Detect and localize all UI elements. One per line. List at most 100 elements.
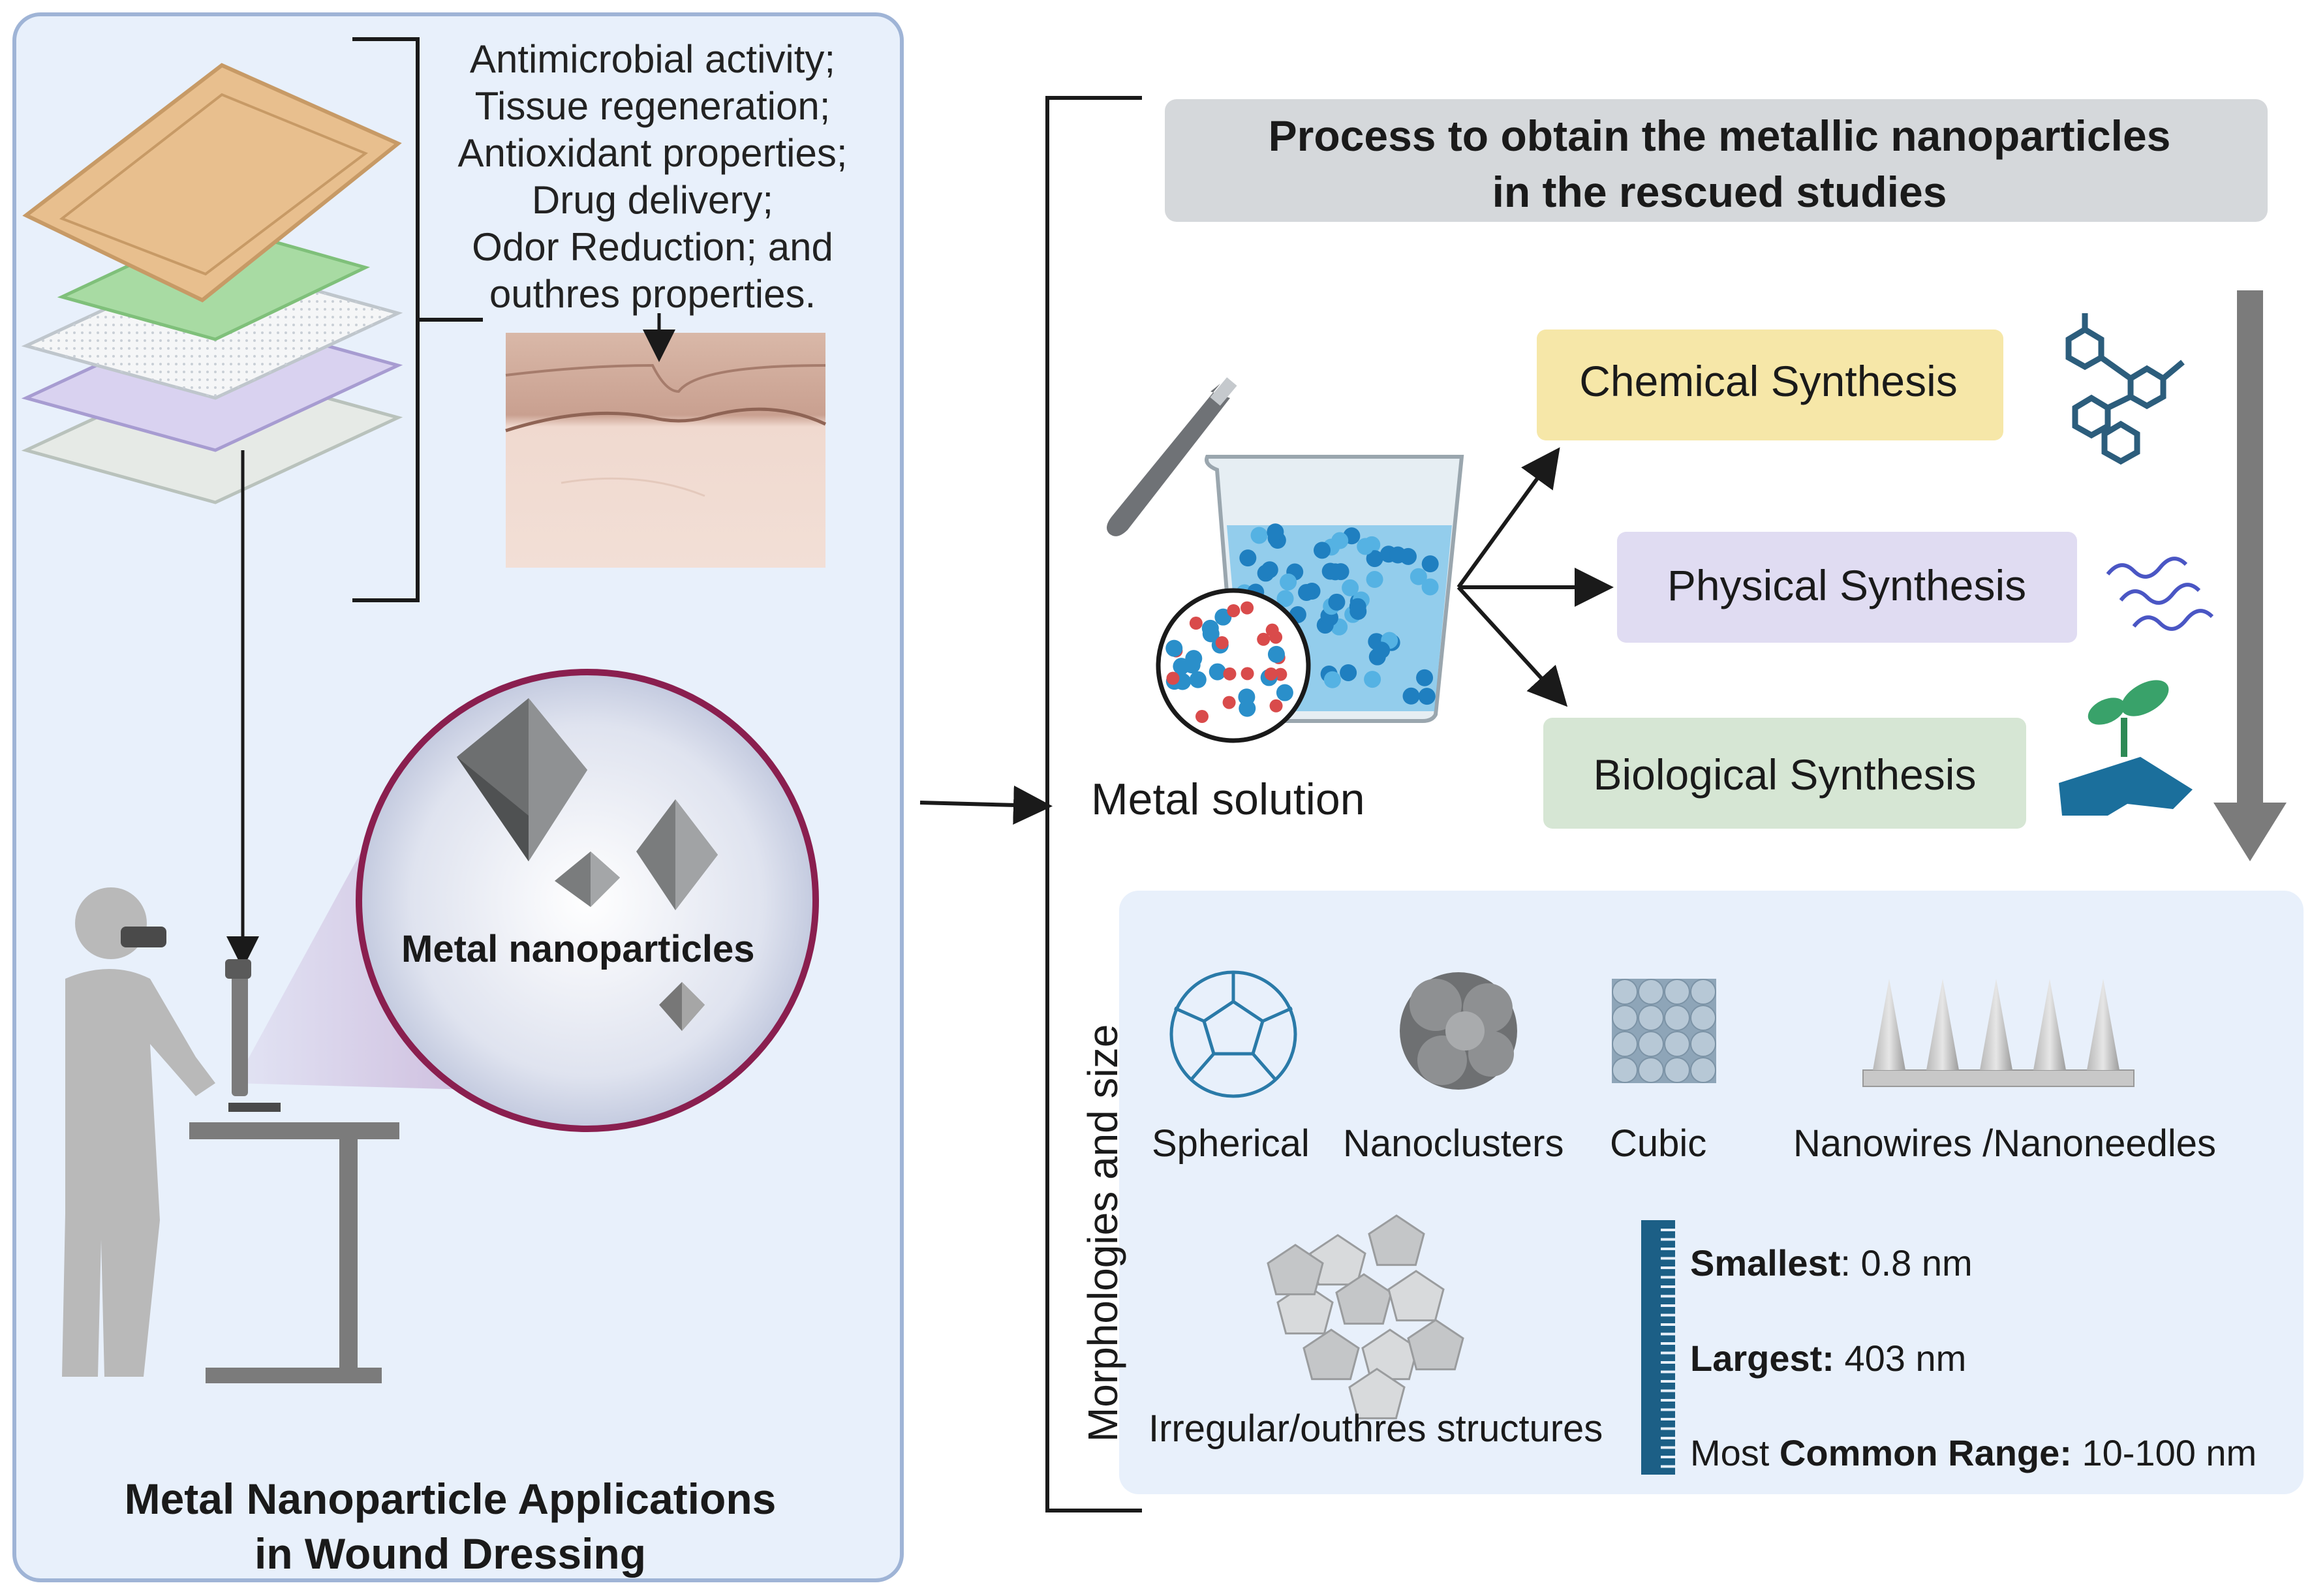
solution-particles — [1165, 601, 1293, 724]
nanosphere — [1357, 538, 1374, 555]
test-tube-icon — [1107, 377, 1237, 536]
spherical-icon — [1169, 970, 1297, 1098]
needle — [2087, 979, 2119, 1070]
biological-synthesis-box — [1543, 718, 2026, 829]
nanosphere — [1416, 669, 1434, 686]
needle — [1926, 979, 1959, 1070]
nanosphere — [1314, 542, 1331, 559]
particle — [1257, 632, 1271, 646]
skin-illustration — [505, 333, 827, 568]
nanosphere — [1373, 641, 1391, 659]
beaker-nanospheres — [1236, 523, 1439, 709]
particle — [1241, 667, 1254, 681]
cube-sphere — [1664, 1005, 1690, 1031]
crystal — [1267, 1244, 1324, 1296]
nanosphere — [1418, 688, 1436, 705]
physical-synthesis-box — [1617, 532, 2077, 643]
metal-nanoparticles-label: Metal nanoparticles — [401, 928, 755, 970]
cube-sphere — [1690, 1057, 1716, 1083]
cube-sphere — [1612, 1057, 1638, 1083]
wound-dressing-layers — [21, 63, 403, 504]
cube-sphere — [1690, 1031, 1716, 1057]
smallest-size: Smallest: 0.8 nm — [1690, 1241, 1973, 1285]
center-arrow — [919, 785, 1053, 825]
nanosphere — [1239, 549, 1257, 567]
particle — [1166, 671, 1180, 685]
particle — [1214, 608, 1232, 626]
chemical-synthesis-label: Chemical Synthesis — [1579, 357, 1958, 405]
process-title-line-2: in the rescued studies — [1492, 168, 1947, 216]
nanosphere — [1421, 555, 1439, 573]
particle — [1239, 699, 1256, 717]
crystal — [1276, 1283, 1334, 1335]
cube-sphere — [1690, 1005, 1716, 1031]
cube-sphere — [1612, 1005, 1638, 1031]
nanosphere — [1366, 571, 1383, 589]
smallest-value: : 0.8 nm — [1840, 1242, 1973, 1283]
smallest-key: Smallest — [1690, 1242, 1841, 1283]
cube-sphere — [1638, 1057, 1664, 1083]
nanosphere — [1280, 573, 1297, 591]
particle — [1183, 656, 1201, 674]
nanoclusters-icon — [1400, 972, 1517, 1090]
energy-waves-icon — [2106, 557, 2214, 631]
common-range: Most Common Range: 10-100 nm — [1690, 1431, 2257, 1475]
cube-sphere — [1690, 979, 1716, 1005]
particle — [1195, 710, 1209, 724]
property-item: Odor Reduction; and — [472, 225, 833, 269]
particle — [1215, 636, 1229, 650]
particle — [1202, 625, 1220, 643]
nanosphere — [1340, 664, 1357, 681]
particle — [1223, 667, 1237, 681]
nanosphere — [1421, 578, 1439, 596]
property-item: Antioxidant properties; — [457, 131, 848, 175]
synthesis-branch-arrows — [1457, 447, 1614, 707]
particle — [1165, 639, 1183, 657]
common-value: 10-100 nm — [2071, 1432, 2257, 1473]
lab-bench — [189, 1122, 399, 1383]
nanosphere — [1328, 593, 1346, 611]
left-panel-caption: Metal Nanoparticle Applications in Wound… — [26, 1471, 874, 1581]
cube-sphere — [1638, 979, 1664, 1005]
nanosphere — [1323, 671, 1341, 688]
caption-line-1: Metal Nanoparticle Applications — [124, 1475, 777, 1523]
property-item: Antimicrobial activity; — [469, 37, 836, 81]
caption-line-2: in Wound Dressing — [254, 1529, 647, 1578]
cube-sphere — [1638, 1031, 1664, 1057]
needle — [2033, 979, 2066, 1070]
particle — [1241, 601, 1254, 615]
particle — [1189, 671, 1207, 688]
largest-size: Largest: 403 nm — [1690, 1336, 1966, 1380]
needle — [1873, 979, 1905, 1070]
crystal — [1302, 1328, 1360, 1381]
particle — [1264, 667, 1278, 681]
molecule-icon — [2065, 313, 2185, 465]
morphologies-section-label: Morphologies and size — [1079, 1024, 1126, 1442]
nanosphere — [1250, 527, 1268, 544]
crystal — [1387, 1270, 1445, 1322]
nanowires-label: Nanowires /Nanoneedles — [1793, 1122, 2217, 1165]
hand-plant-icon — [2059, 680, 2193, 816]
particle — [1189, 617, 1203, 630]
cubic-label: Cubic — [1610, 1122, 1707, 1165]
nanoneedles-icon — [1862, 979, 2135, 1087]
needle — [1980, 979, 2012, 1070]
common-key: Common Range: — [1779, 1432, 2072, 1473]
metal-solution-label: Metal solution — [1091, 775, 1365, 824]
nanosphere — [1349, 602, 1367, 620]
right-bracket — [1045, 96, 1142, 1512]
nanosphere — [1364, 671, 1381, 688]
nanosphere — [1366, 550, 1383, 568]
crystal — [1348, 1368, 1406, 1420]
particle — [1222, 696, 1236, 709]
cube-sphere — [1638, 1005, 1664, 1031]
common-prefix: Most — [1690, 1432, 1780, 1473]
octahedron-crystals — [457, 698, 718, 1031]
crystal — [1368, 1214, 1425, 1266]
particle — [1269, 699, 1283, 713]
particle — [1227, 604, 1241, 617]
property-item: Tissue regeneration; — [474, 84, 831, 128]
irregular-structures-icon — [1267, 1214, 1464, 1420]
nanoclusters-label: Nanoclusters — [1343, 1122, 1564, 1165]
process-title: Process to obtain the metallic nanoparti… — [1168, 108, 2271, 220]
